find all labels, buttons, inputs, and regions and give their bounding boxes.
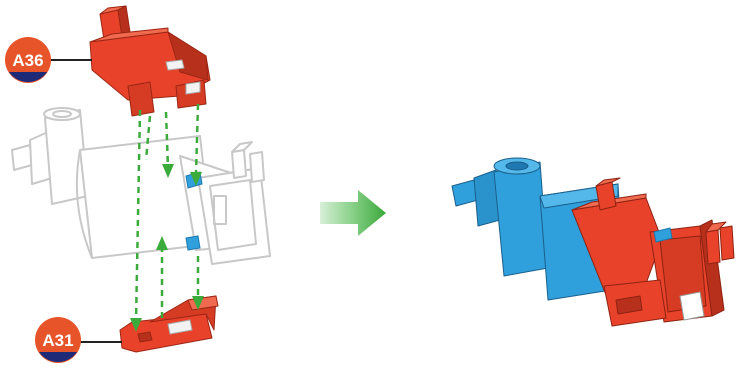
top-red-part xyxy=(90,6,210,116)
bottom-part-label: A31 xyxy=(42,331,73,350)
part-badge-bottom: A31 xyxy=(35,317,122,363)
assembled-part xyxy=(452,158,734,326)
right-arrow-icon xyxy=(320,190,386,236)
top-part-label: A36 xyxy=(12,51,43,70)
blue-clip-lower xyxy=(186,236,200,250)
ghost-main-body xyxy=(12,108,270,264)
part-badge-top: A36 xyxy=(5,37,92,83)
